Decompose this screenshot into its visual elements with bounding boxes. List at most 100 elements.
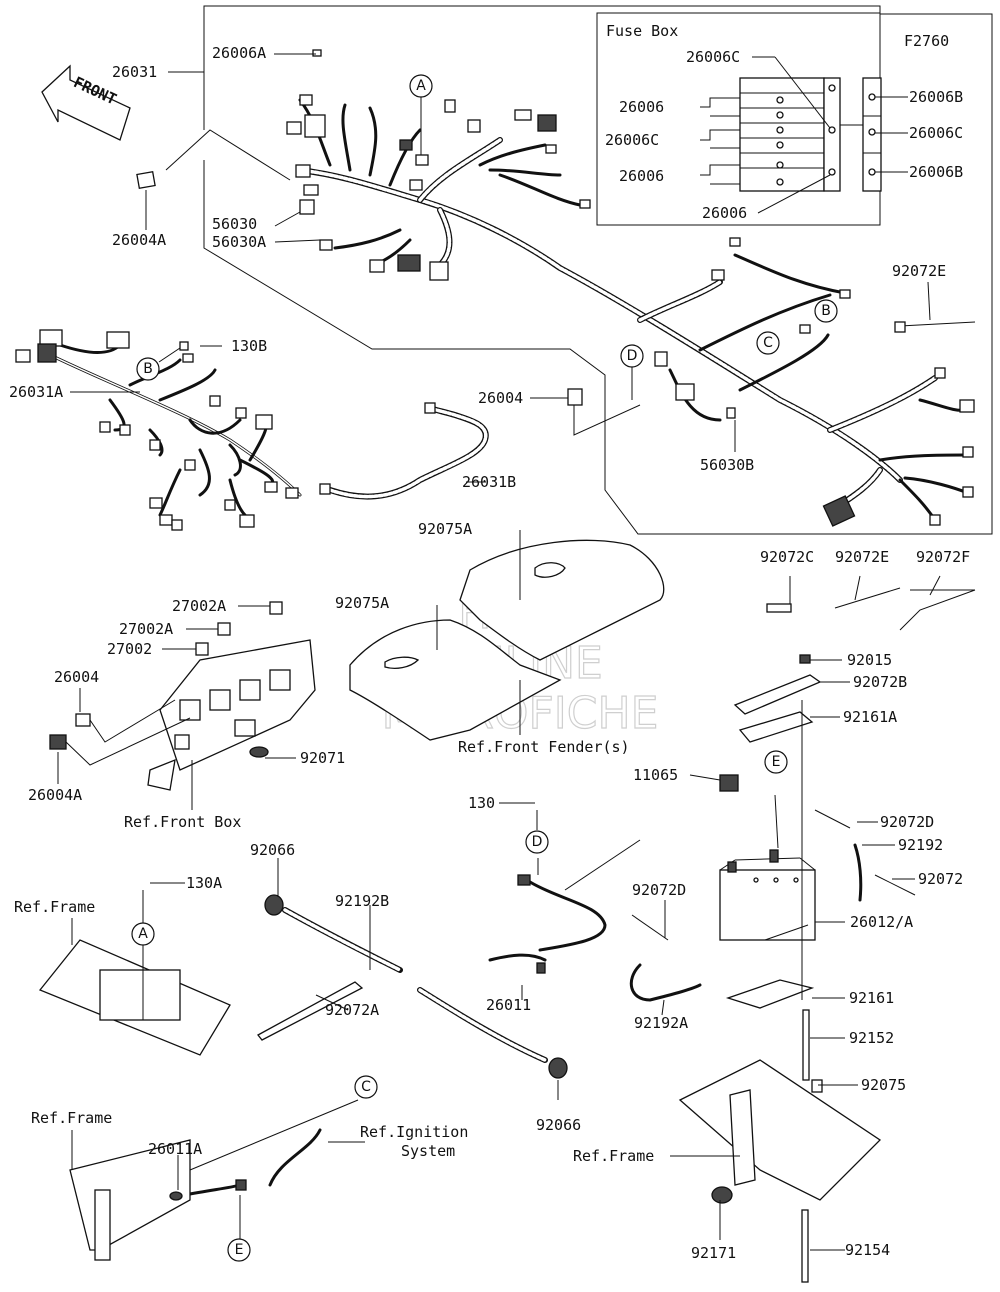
callout-E-bottom: E [227, 1238, 251, 1262]
label-92161: 92161 [849, 989, 894, 1007]
label-27002: 27002 [107, 640, 152, 658]
diagram-code: F2760 [904, 32, 949, 50]
label-92072C: 92072C [760, 548, 814, 566]
harness-group-outline [203, 5, 993, 535]
label-fb-26006B-2: 26006B [909, 163, 963, 181]
label-11065: 11065 [633, 766, 678, 784]
svg-text:C: C [361, 1079, 371, 1095]
label-26006A: 26006A [212, 44, 266, 62]
label-27002A-1: 27002A [172, 597, 226, 615]
callout-B-top: B [814, 299, 838, 323]
callout-C-top: C [756, 331, 780, 355]
label-92071: 92071 [300, 749, 345, 767]
label-92171: 92171 [691, 1244, 736, 1262]
label-ref-frame-1: Ref.Frame [14, 898, 95, 916]
fuse-box-title: Fuse Box [606, 22, 678, 40]
label-56030B: 56030B [700, 456, 754, 474]
callout-B-left: B [136, 357, 160, 381]
lower-parts [38, 874, 607, 1261]
svg-text:D: D [532, 834, 543, 850]
callout-A-frame: A [131, 922, 155, 946]
label-92161A: 92161A [843, 708, 897, 726]
label-ref-ignition-1: Ref.Ignition [360, 1123, 468, 1141]
label-ref-frame-3: Ref.Frame [573, 1147, 654, 1165]
label-92075A-2: 92075A [335, 594, 389, 612]
label-26004A-left: 26004A [28, 786, 82, 804]
label-26011A: 26011A [148, 1140, 202, 1158]
label-26011: 26011 [486, 996, 531, 1014]
label-130A: 130A [186, 874, 222, 892]
fuse-box-leaders [700, 56, 908, 214]
label-92072: 92072 [918, 870, 963, 888]
label-fb-26006-2: 26006 [619, 167, 664, 185]
label-92072E-mid: 92072E [835, 548, 889, 566]
svg-text:C: C [763, 335, 773, 351]
label-fb-26006-1: 26006 [619, 98, 664, 116]
label-fb-26006C-mid: 26006C [605, 131, 659, 149]
label-56030: 56030 [212, 215, 257, 233]
svg-text:E: E [772, 754, 781, 770]
label-92066-top: 92066 [250, 841, 295, 859]
label-92072F: 92072F [916, 548, 970, 566]
label-ref-frame-2: Ref.Frame [31, 1109, 112, 1127]
main-harness-26031 [297, 98, 970, 522]
label-26031: 26031 [112, 63, 157, 81]
sub-harness-26031B [319, 402, 489, 500]
label-92072D-left: 92072D [632, 881, 686, 899]
callouts: A B C D B E D A C E [131, 74, 838, 1262]
label-92192: 92192 [898, 836, 943, 854]
svg-text:B: B [821, 303, 831, 319]
label-26004A-top: 26004A [112, 231, 166, 249]
label-92075: 92075 [861, 1076, 906, 1094]
label-27002A-2: 27002A [119, 620, 173, 638]
label-92072E-top: 92072E [892, 262, 946, 280]
front-fenders [349, 530, 665, 741]
label-130B: 130B [231, 337, 267, 355]
label-ref-front-fender: Ref.Front Fender(s) [458, 738, 630, 756]
label-92152: 92152 [849, 1029, 894, 1047]
label-26004-mid: 26004 [478, 389, 523, 407]
label-ref-ignition-2: System [401, 1142, 455, 1160]
label-92154: 92154 [845, 1241, 890, 1259]
callout-C-ignition: C [354, 1075, 378, 1099]
label-fb-26006-bottom: 26006 [702, 204, 747, 222]
label-26004-left: 26004 [54, 668, 99, 686]
leader-lines [57, 53, 941, 1251]
label-92192A: 92192A [634, 1014, 688, 1032]
label-fb-26006B-1: 26006B [909, 88, 963, 106]
callout-A-top: A [409, 74, 433, 98]
label-92072D-right: 92072D [880, 813, 934, 831]
label-fb-26006C-right: 26006C [909, 124, 963, 142]
label-26012A: 26012/A [850, 913, 913, 931]
label-92192B: 92192B [335, 892, 389, 910]
label-fb-26006C-top: 26006C [686, 48, 740, 66]
label-92072A: 92072A [325, 1001, 379, 1019]
front-arrow: FRONT [41, 64, 131, 141]
part-labels: 26031 26006A 26004A 56030 56030A 26006C … [9, 44, 970, 1262]
svg-text:B: B [143, 361, 153, 377]
label-56030A: 56030A [212, 233, 266, 251]
svg-text:E: E [235, 1242, 244, 1258]
fuse-block-right [840, 77, 882, 192]
callout-D-cable: D [525, 830, 549, 854]
label-92075A-1: 92075A [418, 520, 472, 538]
front-box [49, 601, 316, 791]
fuse-block-left [739, 77, 841, 192]
harness-connectors [136, 49, 976, 527]
label-ref-front-box: Ref.Front Box [124, 813, 241, 831]
label-26031A: 26031A [9, 383, 63, 401]
sub-harness-26031A [15, 329, 302, 531]
svg-text:A: A [138, 926, 148, 942]
label-92072B: 92072B [853, 673, 907, 691]
callout-E-battery: E [764, 750, 788, 774]
battery-assembly [629, 587, 976, 1283]
callout-D-top: D [620, 344, 644, 368]
svg-text:D: D [627, 348, 638, 364]
label-26031B: 26031B [462, 473, 516, 491]
label-130: 130 [468, 794, 495, 812]
svg-text:A: A [416, 78, 426, 94]
label-92066-bottom: 92066 [536, 1116, 581, 1134]
label-92015: 92015 [847, 651, 892, 669]
